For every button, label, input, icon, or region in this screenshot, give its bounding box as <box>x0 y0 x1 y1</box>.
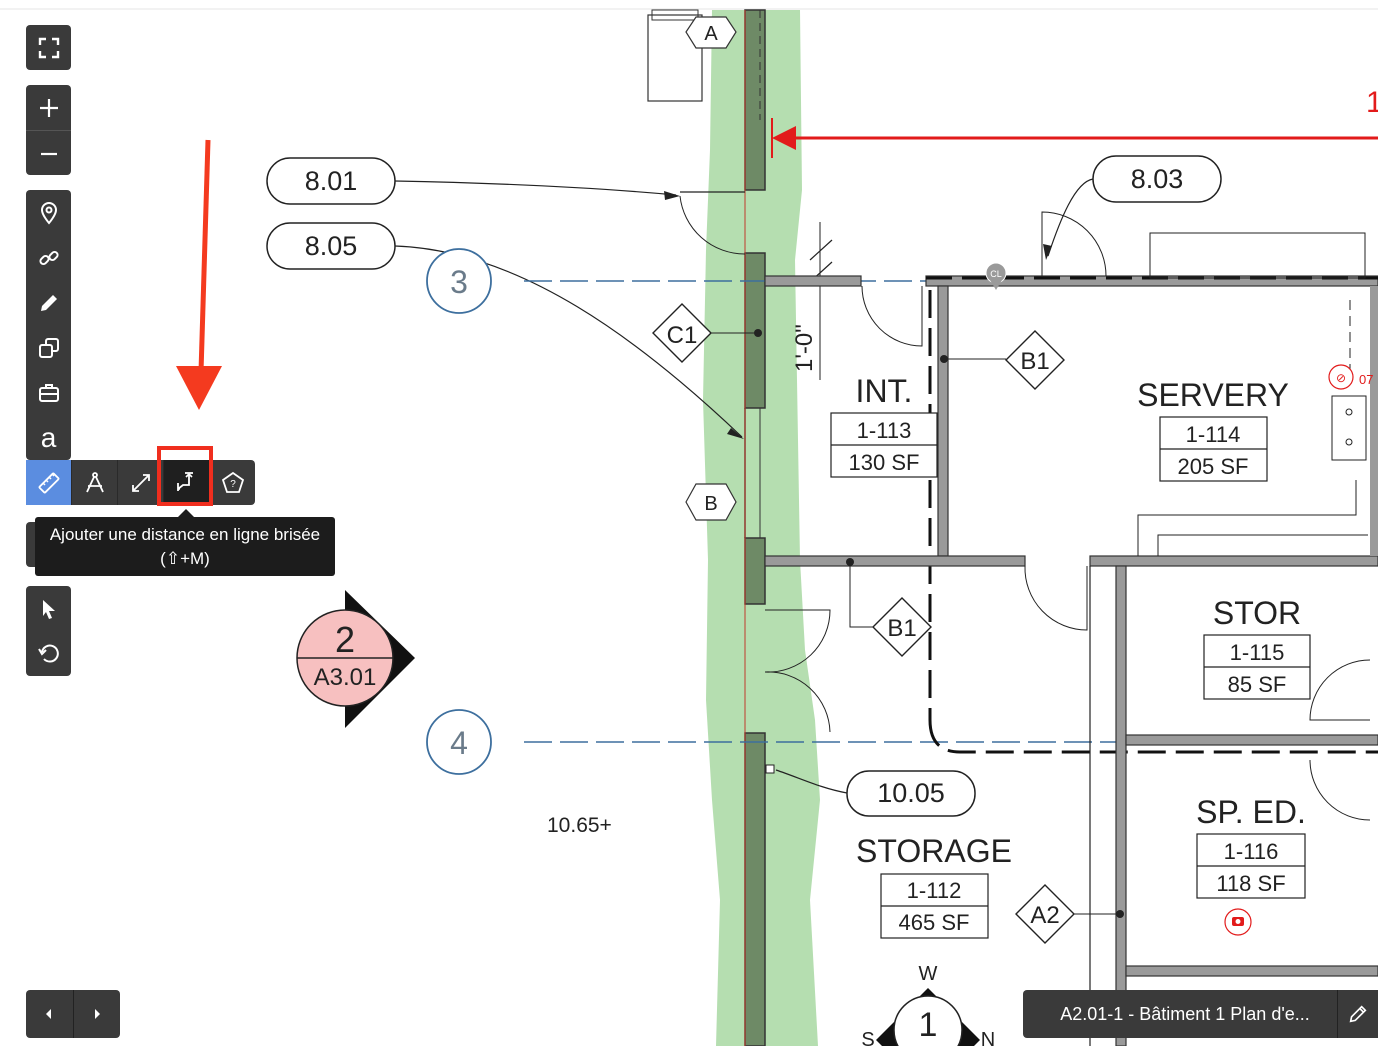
section-sheet: A3.01 <box>314 664 377 691</box>
zoom-out-button[interactable] <box>26 130 71 176</box>
green-markup-highlight[interactable] <box>703 10 820 1046</box>
room-storage-area: 465 SF <box>899 910 970 935</box>
dimension-text: 1'-0" <box>791 324 818 372</box>
polygon-help-icon: ? <box>221 471 244 493</box>
link-icon <box>38 250 59 265</box>
plus-icon <box>39 98 58 117</box>
compass-w: W <box>919 963 938 985</box>
zoom-group <box>26 85 71 175</box>
door-tag-a2: A2 <box>1030 902 1059 929</box>
tag-10-05: 10.05 <box>877 778 945 808</box>
color-picker-edge[interactable] <box>26 522 36 567</box>
edit-sheet-button[interactable] <box>1337 990 1378 1038</box>
measure-tools-submenu: ? <box>26 460 255 505</box>
toolbox-icon <box>38 383 59 402</box>
polyline-distance-icon <box>176 471 193 491</box>
room-stor-number: 1-115 <box>1230 640 1285 665</box>
pencil-icon <box>1349 1005 1367 1023</box>
room-sped-number: 1-116 <box>1224 839 1279 864</box>
minus-icon <box>40 152 57 155</box>
room-sped-area: 118 SF <box>1216 871 1285 896</box>
svg-text:?: ? <box>230 479 236 490</box>
room-stor-name: STOR <box>1213 595 1301 631</box>
fullscreen-icon[interactable] <box>26 25 71 70</box>
next-sheet-button[interactable] <box>72 990 121 1038</box>
toolbox-tool-button[interactable] <box>26 370 71 415</box>
sheet-pager <box>26 990 120 1038</box>
tag-8-01: 8.01 <box>305 166 358 196</box>
room-servery-number: 1-114 <box>1186 422 1241 447</box>
pin-icon <box>40 201 57 225</box>
sheet-selector[interactable]: A2.01-1 - Bâtiment 1 Plan d'e... <box>1023 990 1378 1038</box>
door-tag-b1-lower: B1 <box>887 615 916 642</box>
text-icon: a <box>40 421 57 453</box>
room-stor-area: 85 SF <box>1228 672 1287 697</box>
room-sped-name: SP. ED. <box>1196 794 1306 830</box>
ruler-icon <box>38 472 59 493</box>
door-tag-c1: C1 <box>667 322 698 349</box>
select-group <box>26 586 71 676</box>
tooltip-caret <box>177 509 195 518</box>
room-servery-area: 205 SF <box>1178 454 1249 479</box>
cursor-icon <box>42 599 55 619</box>
tag-8-03: 8.03 <box>1131 164 1184 194</box>
hex-tag-a: A <box>704 23 718 45</box>
distance-tool-button[interactable] <box>118 460 164 505</box>
shapes-tool-button[interactable] <box>26 325 71 370</box>
ruler-tool-button[interactable] <box>26 460 72 505</box>
elevation-text: 10.65+ <box>547 814 612 837</box>
tooltip: Ajouter une distance en ligne brisée (⇧+… <box>35 517 335 576</box>
hex-tag-b: B <box>704 493 717 515</box>
pin-tool-button[interactable] <box>26 190 71 235</box>
tag-8-05: 8.05 <box>305 231 358 261</box>
cl-marker[interactable]: CL <box>990 269 1002 279</box>
chevron-right-icon <box>94 1009 100 1019</box>
compass-n: N <box>981 1029 995 1046</box>
room-int-area: 130 SF <box>849 450 920 475</box>
room-servery-name: SERVERY <box>1137 377 1289 413</box>
pencil-tool-button[interactable] <box>26 280 71 325</box>
sheet-label: A2.01-1 - Bâtiment 1 Plan d'e... <box>1060 1003 1310 1024</box>
text-tool-button[interactable]: a <box>26 415 71 460</box>
polyline-distance-tool-button[interactable] <box>164 460 210 505</box>
zoom-in-button[interactable] <box>26 85 71 130</box>
attachment-marker[interactable]: 07 <box>1359 372 1373 387</box>
svg-text:⊘: ⊘ <box>1336 371 1346 385</box>
area-help-tool-button[interactable]: ? <box>210 460 255 505</box>
pencil-icon <box>40 294 57 311</box>
highlight-box <box>157 446 213 506</box>
chevron-left-icon <box>46 1009 52 1019</box>
compass-number: 1 <box>919 1006 938 1044</box>
fullscreen-group <box>26 25 71 70</box>
red-dimension-number: 1 <box>1366 86 1378 119</box>
rotate-icon <box>37 644 59 663</box>
grid-bubble-3: 3 <box>450 264 468 300</box>
markup-tools-group: a <box>26 190 71 460</box>
undo-button[interactable] <box>26 631 71 676</box>
select-tool-button[interactable] <box>26 586 71 631</box>
diagonal-arrows-icon <box>131 473 150 492</box>
room-int-number: 1-113 <box>857 418 912 443</box>
link-tool-button[interactable] <box>26 235 71 280</box>
compass-icon <box>85 471 104 492</box>
grid-bubble-4: 4 <box>450 725 468 761</box>
room-int-name: INT. <box>856 373 913 409</box>
section-number: 2 <box>335 619 355 660</box>
compass-s: S <box>861 1029 874 1046</box>
tooltip-text: Ajouter une distance en ligne brisée (⇧+… <box>49 524 321 568</box>
room-storage-name: STORAGE <box>856 833 1012 869</box>
door-tag-b1-upper: B1 <box>1020 348 1049 375</box>
copy-shapes-icon <box>38 337 59 358</box>
prev-sheet-button[interactable] <box>26 990 73 1038</box>
angle-tool-button[interactable] <box>72 460 118 505</box>
room-storage-number: 1-112 <box>907 878 962 903</box>
